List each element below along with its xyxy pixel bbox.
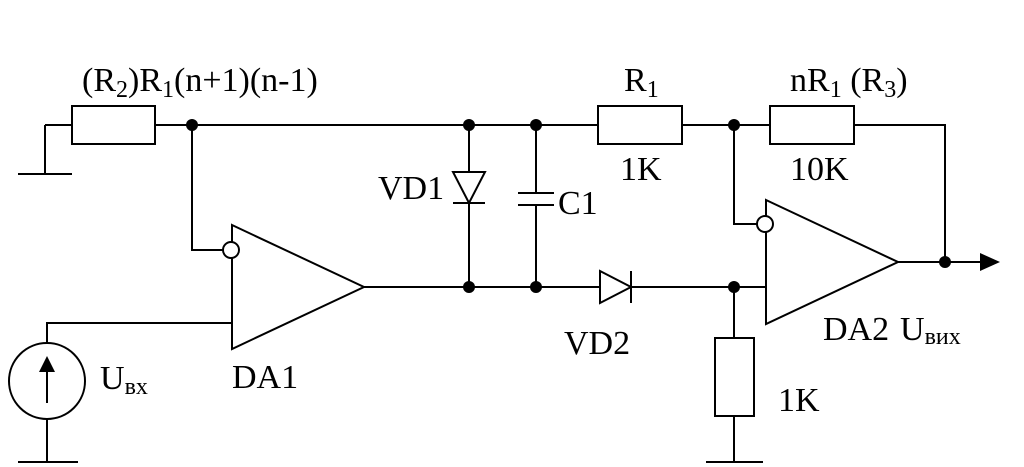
label-r2: (R2)R1(n+1)(n-1) (82, 62, 318, 103)
junction-dot (463, 119, 475, 131)
resistor-nr1 (769, 105, 855, 145)
opamp-da2 (765, 198, 901, 326)
label-nr1-value: 10K (790, 151, 849, 188)
label-u-in: Uвх (100, 360, 148, 400)
diode-vd1 (451, 125, 487, 287)
junction-dot (728, 119, 740, 131)
ground-symbol-left (18, 124, 72, 175)
label-da2: DA2 (823, 311, 889, 348)
label-nr1: nR1 (R3) (790, 62, 908, 103)
da2-inverting-bubble (756, 215, 774, 233)
resistor-r2 (71, 105, 156, 145)
label-vd2: VD2 (564, 325, 630, 362)
opamp-da1 (231, 223, 367, 351)
junction-dot (186, 119, 198, 131)
junction-dot (530, 281, 542, 293)
label-c1: C1 (558, 185, 598, 222)
label-r-bottom-value: 1K (778, 382, 820, 419)
junction-dot (463, 281, 475, 293)
junction-dot (530, 119, 542, 131)
junction-dot (728, 281, 740, 293)
label-u-out: Uвих (900, 311, 961, 350)
wire-da1-noninverting (46, 322, 232, 344)
resistor-bottom (706, 287, 763, 463)
junction-dot (939, 256, 951, 268)
label-vd1: VD1 (378, 170, 444, 207)
wire-feedback-da2 (854, 124, 946, 262)
wire-da1-inverting (191, 125, 223, 251)
label-r1: R1 (624, 62, 659, 103)
da1-inverting-bubble (222, 241, 240, 259)
junction-dots (186, 119, 951, 293)
output-arrow-icon (980, 253, 1000, 271)
resistor-r1 (597, 105, 683, 145)
diode-vd2 (536, 269, 766, 305)
current-source-uin (8, 342, 86, 463)
label-da1: DA1 (232, 359, 298, 396)
wire-da2-inverting (733, 125, 757, 225)
capacitor-c1 (518, 125, 554, 287)
label-r1-value: 1K (620, 151, 662, 188)
